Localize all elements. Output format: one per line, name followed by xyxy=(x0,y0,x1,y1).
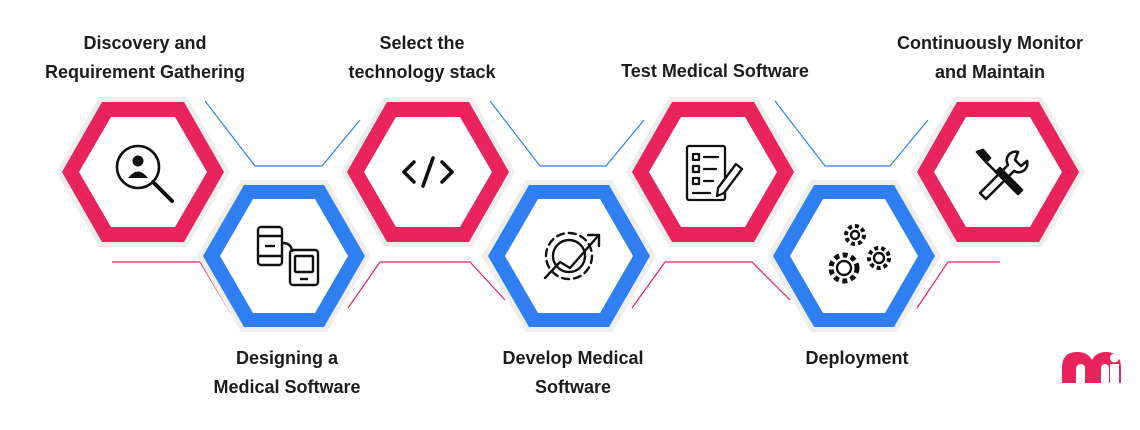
connector-line xyxy=(347,261,506,309)
connector-line xyxy=(916,261,1000,309)
step-label-technology: Select the technology stack xyxy=(348,33,496,82)
connector-line xyxy=(774,100,929,167)
connector-line xyxy=(631,261,791,309)
search-user-icon xyxy=(115,144,174,203)
step-label-maintain: Continuously Monitor and Maintain xyxy=(897,33,1083,82)
step-label-design: Designing a Medical Software xyxy=(213,348,361,397)
tools-icon xyxy=(975,148,1029,201)
step-label-deployment: Deployment xyxy=(805,348,909,368)
checklist-icon xyxy=(685,144,744,202)
step-label-discovery: Discovery and Requirement Gathering xyxy=(44,33,246,82)
code-icon xyxy=(402,156,454,188)
step-hexagon-deployment xyxy=(767,180,941,332)
brand-logo xyxy=(1062,352,1121,383)
step-hexagon-discovery xyxy=(56,97,230,247)
step-hexagon-develop xyxy=(482,180,656,332)
step-label-test: Test Medical Software xyxy=(621,61,809,81)
gear-growth-icon xyxy=(543,231,601,281)
connector-lines xyxy=(112,100,1000,313)
gears-icon xyxy=(828,224,891,284)
connector-line xyxy=(204,100,361,167)
step-hexagon-design xyxy=(197,180,371,332)
step-hexagon-test xyxy=(626,97,800,247)
devices-icon xyxy=(256,225,320,287)
step-label-develop: Develop Medical Software xyxy=(502,348,644,397)
connector-line xyxy=(489,100,645,167)
